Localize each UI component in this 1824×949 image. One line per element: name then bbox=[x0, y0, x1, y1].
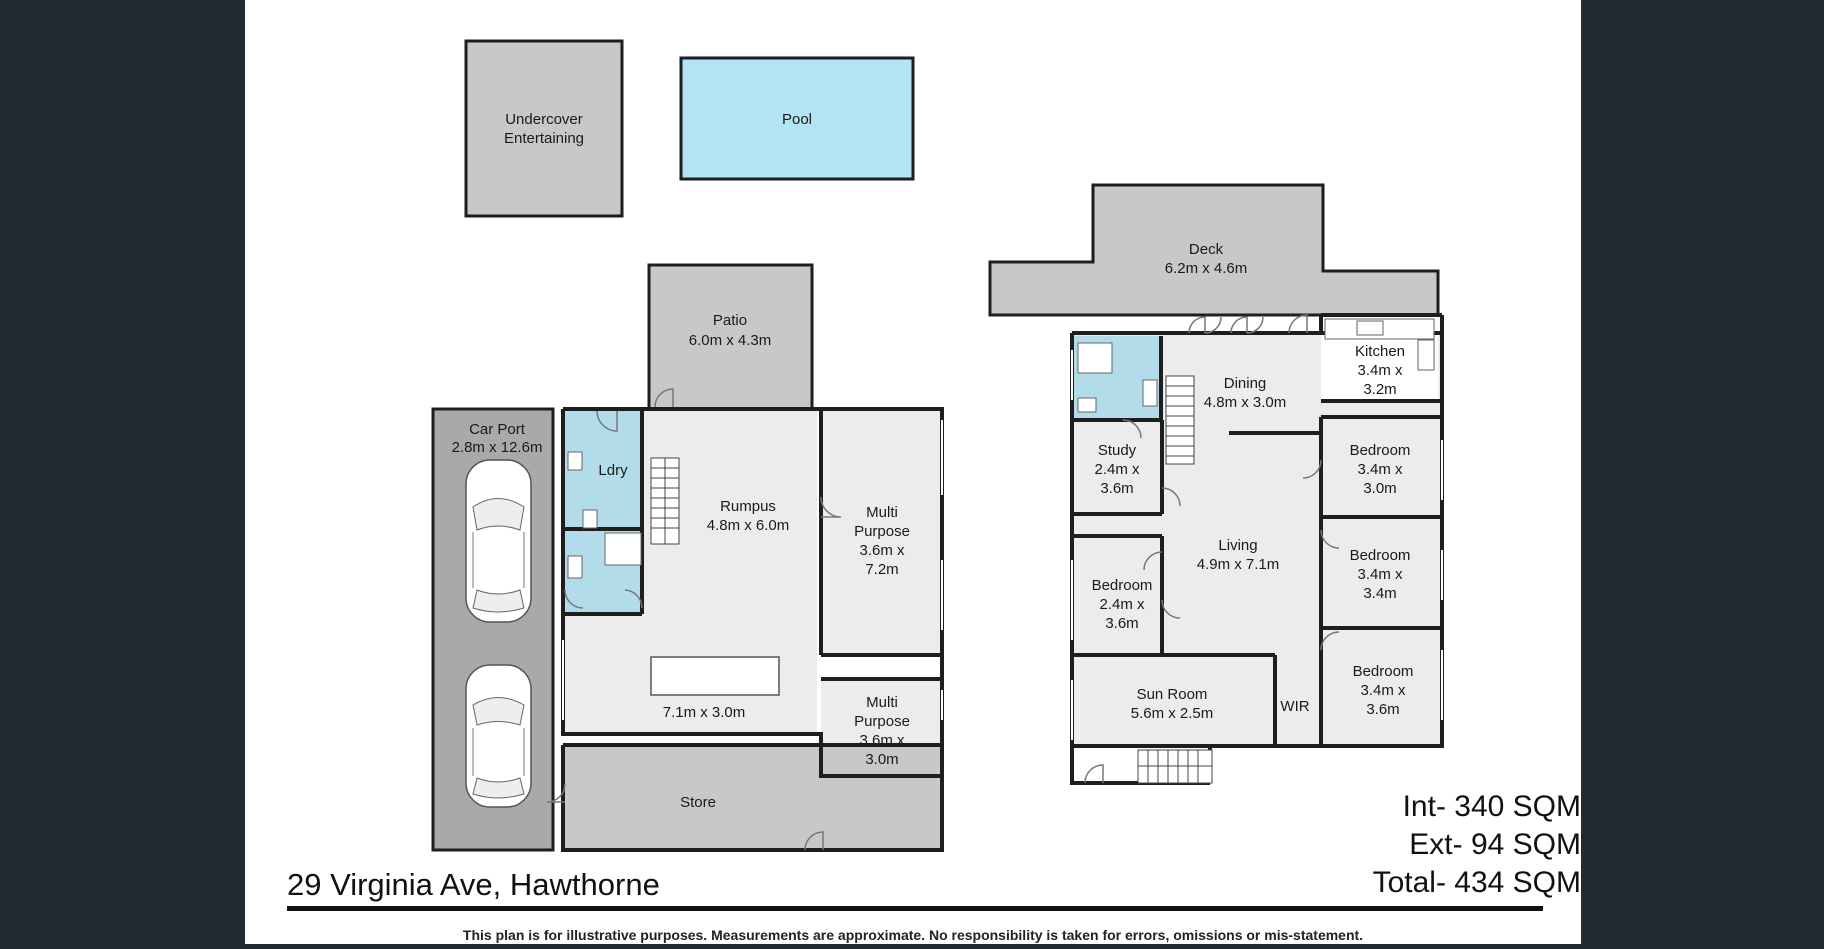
undercover-entertaining-area bbox=[464, 39, 624, 218]
bedroom-2-size-line2: 3.4m bbox=[1363, 585, 1396, 602]
island-bench bbox=[650, 656, 780, 696]
kitchen-size-line2: 3.2m bbox=[1363, 381, 1396, 398]
store-room bbox=[565, 745, 942, 849]
floor-plan-drawing: Undercover Entertaining Pool Patio 6.0m … bbox=[431, 39, 1444, 852]
rumpus-lower-size: 7.1m x 3.0m bbox=[663, 704, 746, 721]
patio-size: 6.0m x 4.3m bbox=[689, 332, 772, 349]
deck-label: Deck bbox=[1189, 241, 1224, 258]
multi-purpose-1-line4: 7.2m bbox=[865, 561, 898, 578]
bedroom-4-label: Bedroom bbox=[1353, 663, 1414, 680]
multi-purpose-1-line1: Multi bbox=[866, 504, 898, 521]
dining-size: 4.8m x 3.0m bbox=[1204, 394, 1287, 411]
undercover-label-line2: Entertaining bbox=[504, 130, 584, 147]
footer-divider bbox=[287, 906, 1543, 911]
multi-purpose-2-line4: 3.0m bbox=[865, 751, 898, 768]
multi-purpose-2-line3: 3.6m x bbox=[859, 732, 905, 749]
patio-door-swing bbox=[654, 388, 674, 408]
bedroom-1-size-line1: 3.4m x bbox=[1357, 461, 1403, 478]
upper-toilet-icon bbox=[1077, 397, 1097, 413]
rumpus-label: Rumpus bbox=[720, 498, 776, 515]
bedroom-3-size-line1: 2.4m x bbox=[1099, 596, 1145, 613]
lower-level-walls bbox=[561, 407, 944, 852]
lower-stairs bbox=[650, 457, 680, 545]
lower-windows bbox=[562, 420, 943, 720]
living-size: 4.9m x 7.1m bbox=[1197, 556, 1280, 573]
total-area: Total- 434 SQM bbox=[1372, 866, 1581, 899]
toilet-icon bbox=[582, 509, 598, 529]
bedroom-1-label: Bedroom bbox=[1350, 442, 1411, 459]
study-size-line1: 2.4m x bbox=[1094, 461, 1140, 478]
upper-windows bbox=[1071, 350, 1443, 740]
carport-label: Car Port bbox=[469, 421, 526, 438]
bedroom-1-size-line2: 3.0m bbox=[1363, 480, 1396, 497]
property-address: 29 Virginia Ave, Hawthorne bbox=[287, 867, 660, 902]
multi-purpose-2-line1: Multi bbox=[866, 694, 898, 711]
external-area: Ext- 94 SQM bbox=[1409, 828, 1581, 861]
laundry-label: Ldry bbox=[598, 462, 628, 479]
pool-label: Pool bbox=[782, 111, 812, 128]
sink-icon bbox=[1356, 320, 1384, 336]
dining-label: Dining bbox=[1224, 375, 1267, 392]
upper-door-swings bbox=[1084, 314, 1340, 784]
multi-purpose-2-line2: Purpose bbox=[854, 713, 910, 730]
lower-door-swings bbox=[546, 410, 842, 851]
disclaimer-text: This plan is for illustrative purposes. … bbox=[462, 927, 1364, 943]
sunroom-label: Sun Room bbox=[1137, 686, 1208, 703]
internal-area: Int- 340 SQM bbox=[1402, 790, 1581, 823]
car-1-icon bbox=[465, 459, 532, 623]
bedroom-4-size-line2: 3.6m bbox=[1366, 701, 1399, 718]
bedroom-2-size-line1: 3.4m x bbox=[1357, 566, 1403, 583]
bedroom-4-size-line1: 3.4m x bbox=[1360, 682, 1406, 699]
basin-icon bbox=[567, 555, 583, 579]
upper-basin-icon bbox=[1142, 379, 1158, 407]
study-size-line2: 3.6m bbox=[1100, 480, 1133, 497]
bedroom-3-size-line2: 3.6m bbox=[1105, 615, 1138, 632]
patio bbox=[647, 263, 814, 412]
upper-stairs bbox=[1165, 375, 1195, 465]
rumpus-size: 4.8m x 6.0m bbox=[707, 517, 790, 534]
laundry-tub-icon bbox=[567, 451, 583, 471]
multi-purpose-1-line2: Purpose bbox=[854, 523, 910, 540]
deck-size: 6.2m x 4.6m bbox=[1165, 260, 1248, 277]
bedroom-3-label: Bedroom bbox=[1092, 577, 1153, 594]
carport-size: 2.8m x 12.6m bbox=[452, 439, 543, 456]
car-2-icon bbox=[465, 664, 532, 808]
living-label: Living bbox=[1218, 537, 1257, 554]
wir-label: WIR bbox=[1280, 698, 1309, 715]
sunroom-size: 5.6m x 2.5m bbox=[1131, 705, 1214, 722]
pool bbox=[679, 56, 915, 181]
undercover-label-line1: Undercover bbox=[505, 111, 583, 128]
study-label: Study bbox=[1098, 442, 1137, 459]
patio-label: Patio bbox=[713, 312, 747, 329]
bedroom-2-label: Bedroom bbox=[1350, 547, 1411, 564]
kitchen-label: Kitchen bbox=[1355, 343, 1405, 360]
front-steps bbox=[1137, 749, 1213, 784]
multi-purpose-room-1 bbox=[821, 409, 942, 655]
upper-shower-icon bbox=[1077, 342, 1113, 374]
cooktop-icon bbox=[1417, 339, 1435, 371]
kitchen-size-line1: 3.4m x bbox=[1357, 362, 1403, 379]
multi-purpose-1-line3: 3.6m x bbox=[859, 542, 905, 559]
store-label: Store bbox=[680, 794, 716, 811]
floor-plan-sheet: Undercover Entertaining Pool Patio 6.0m … bbox=[245, 0, 1581, 944]
shower-icon bbox=[604, 532, 642, 566]
